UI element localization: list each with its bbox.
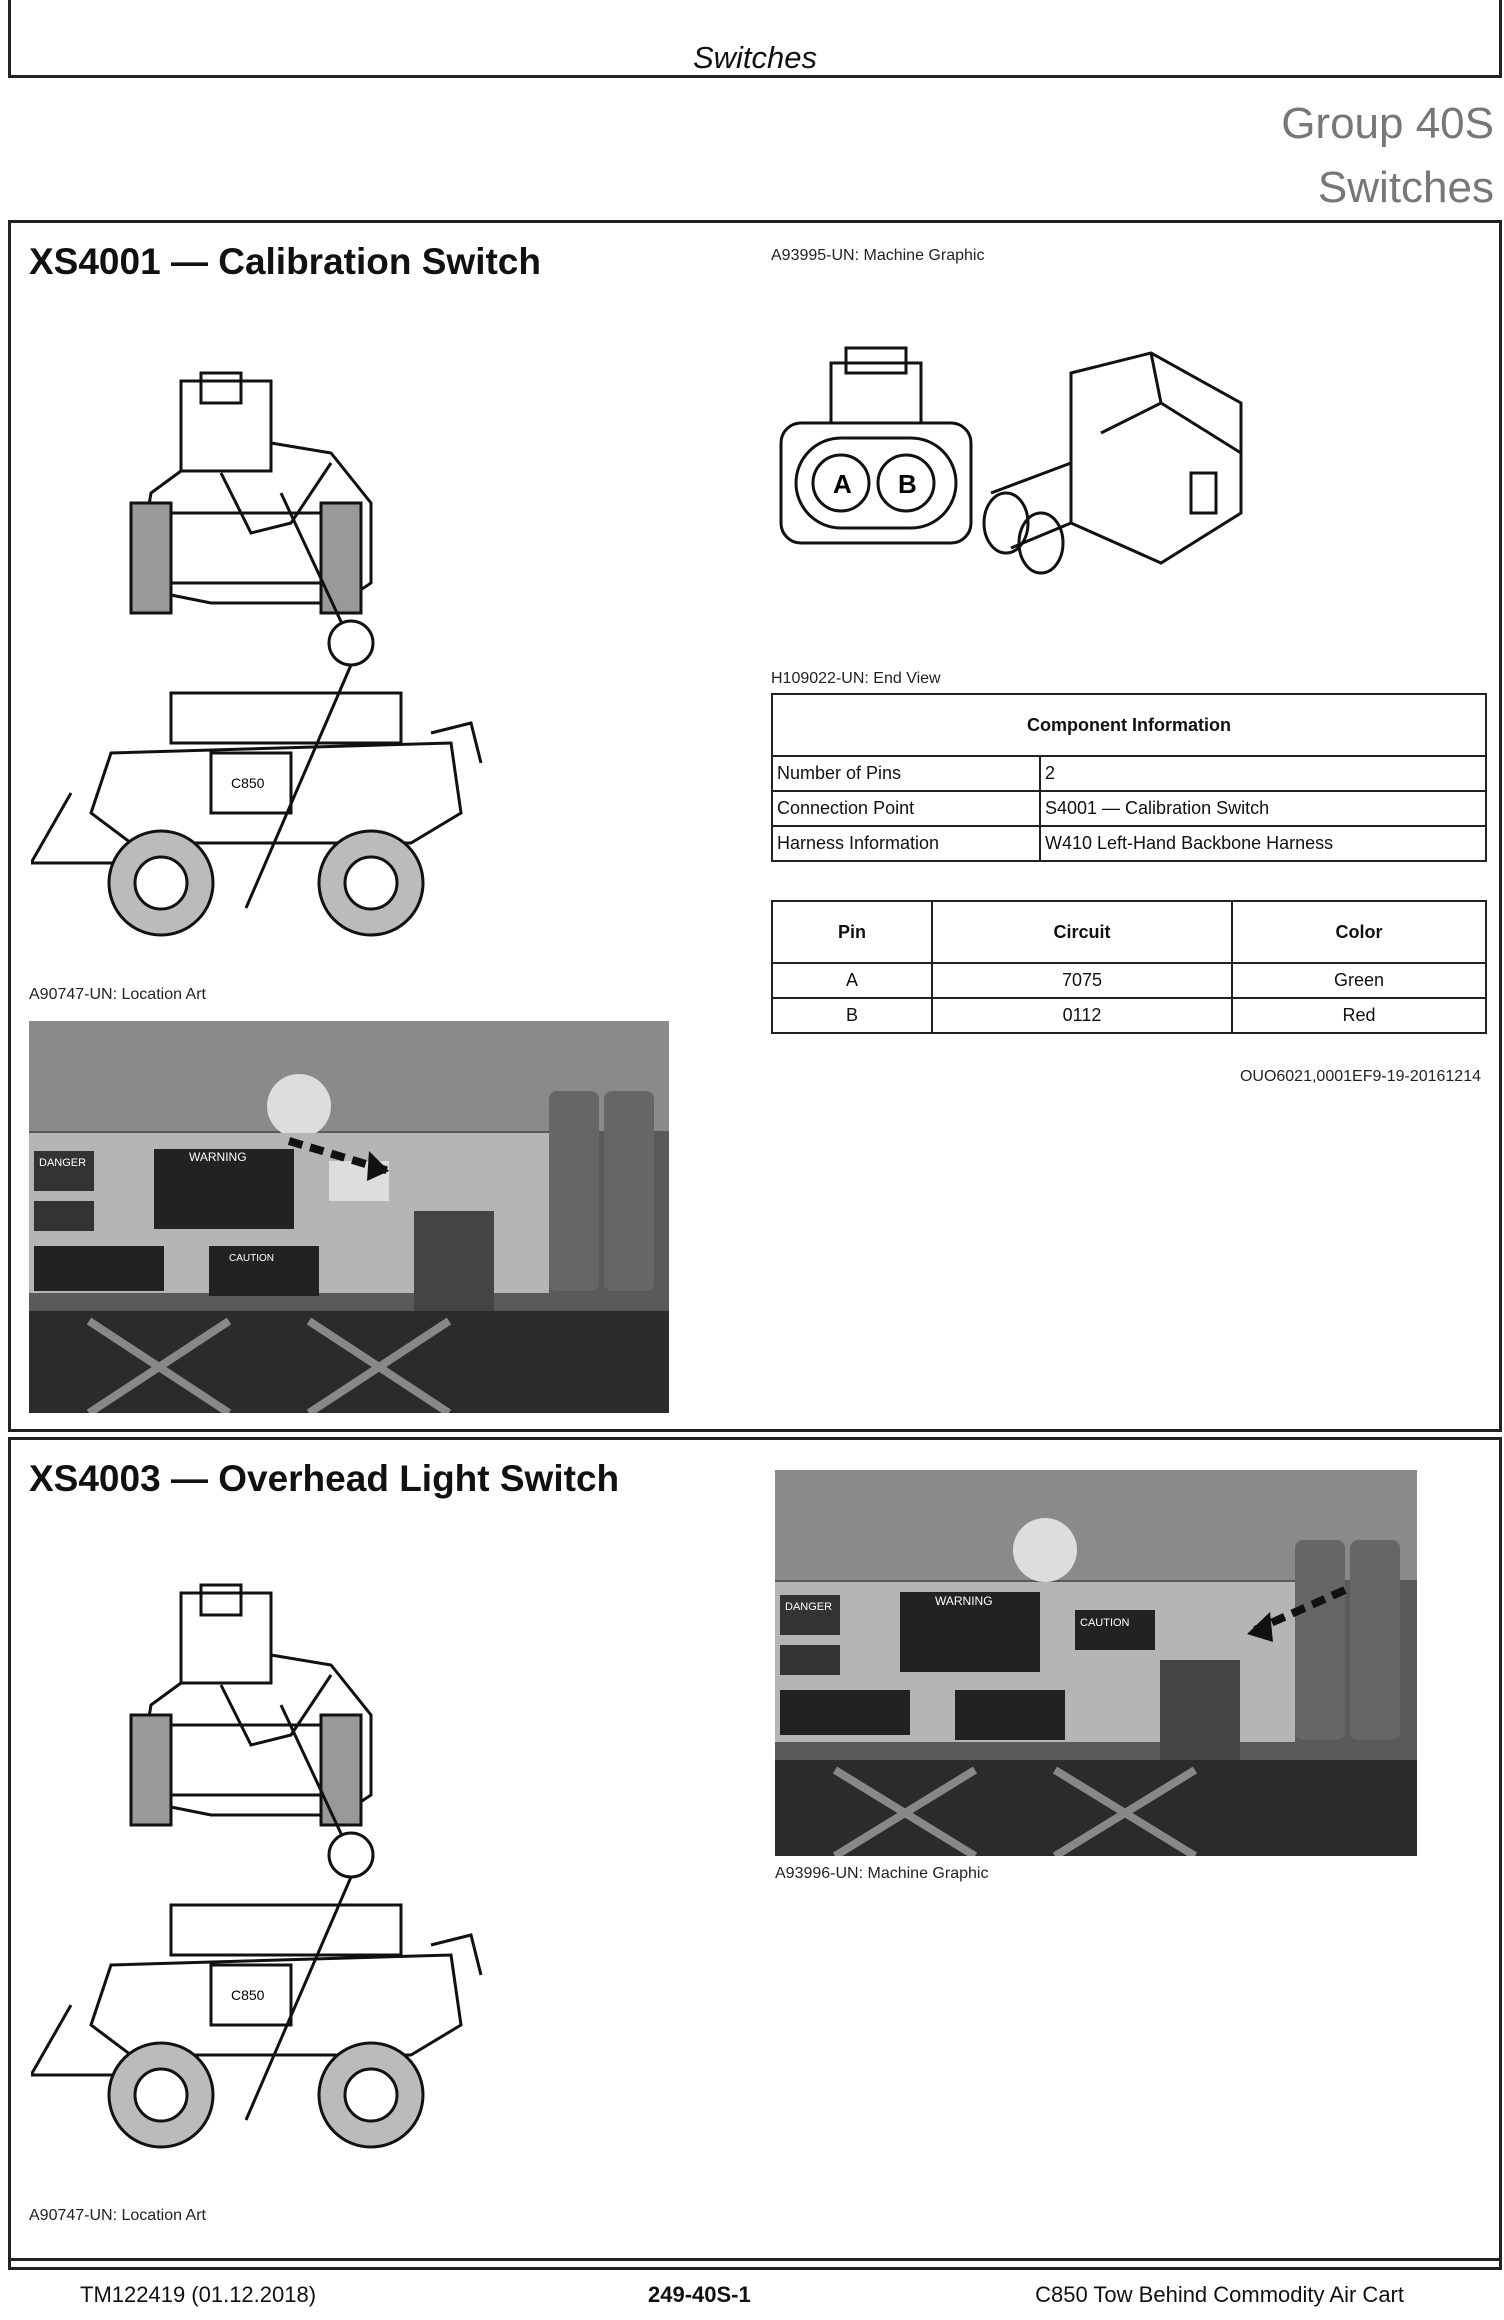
component-info-value: 2	[1039, 755, 1487, 792]
footer-divider	[8, 2258, 1502, 2261]
photo-danger-label-2: DANGER	[785, 1601, 832, 1613]
machine-photo-2: DANGER WARNING CAUTION	[775, 1470, 1417, 1856]
reference-code: OUO6021,0001EF9-19-20161214	[1239, 1068, 1481, 1085]
component-info-label: Connection Point	[771, 790, 1041, 827]
circuit-cell: 0112	[931, 997, 1233, 1034]
component-info-table: Component Information Number of Pins 2 C…	[771, 693, 1487, 862]
section-overhead-light-switch: XS4003 — Overhead Light Switch C850 A	[8, 1437, 1502, 2270]
group-title-line1: Group 40S	[1281, 99, 1494, 148]
component-info-heading: Component Information	[771, 693, 1487, 757]
location-art-caption-2: A90747-UN: Location Art	[29, 2207, 206, 2224]
component-info-value: S4001 — Calibration Switch	[1039, 790, 1487, 827]
table-row: Connection Point S4001 — Calibration Swi…	[771, 790, 1487, 827]
section-calibration-switch: XS4001 — Calibration Switch	[8, 220, 1502, 1432]
color-cell: Green	[1231, 962, 1487, 999]
pin-cell: B	[771, 997, 933, 1034]
color-header: Color	[1231, 900, 1487, 964]
machine-graphic-caption-2: A93996-UN: Machine Graphic	[775, 1865, 989, 1882]
vehicle-label-1: C850	[231, 775, 265, 791]
vehicle-label-2: C850	[231, 1987, 265, 2003]
photo-warning-label-2: WARNING	[935, 1594, 993, 1608]
connector-end-view-drawing: A B	[779, 346, 1243, 575]
connector-pin-a-label: A	[833, 469, 852, 499]
group-title-line2: Switches	[1317, 163, 1494, 212]
footer-page-number: 249-40S-1	[648, 2282, 751, 2307]
photo-warning-label: WARNING	[189, 1150, 247, 1164]
footer-doc-id: TM122419 (01.12.2018)	[80, 2282, 317, 2307]
circuit-header: Circuit	[931, 900, 1233, 964]
end-view-caption: H109022-UN: End View	[771, 670, 941, 687]
section1-title: XS4001 — Calibration Switch	[29, 241, 541, 282]
header-title: Switches	[692, 40, 818, 75]
machine-photo-1: DANGER WARNING CAUTION	[29, 1021, 669, 1413]
component-info-value: W410 Left-Hand Backbone Harness	[1039, 825, 1487, 862]
group-title: Group 40S Switches	[1281, 92, 1494, 220]
component-info-label: Number of Pins	[771, 755, 1041, 792]
footer-product: C850 Tow Behind Commodity Air Cart	[1035, 2282, 1404, 2307]
table-row: Harness Information W410 Left-Hand Backb…	[771, 825, 1487, 862]
pin-table: Pin Circuit Color A 7075 Green B 0112 Re…	[771, 900, 1487, 1034]
photo-caution-label-2: CAUTION	[1080, 1617, 1130, 1629]
circuit-cell: 7075	[931, 962, 1233, 999]
section2-title: XS4003 — Overhead Light Switch	[29, 1458, 620, 1499]
photo-caution-label: CAUTION	[229, 1253, 274, 1264]
page-header-box: Switches	[8, 0, 1502, 78]
table-row: B 0112 Red	[771, 997, 1487, 1034]
color-cell: Red	[1231, 997, 1487, 1034]
table-row: Number of Pins 2	[771, 755, 1487, 792]
component-info-label: Harness Information	[771, 825, 1041, 862]
photo-danger-label: DANGER	[39, 1157, 86, 1169]
location-art-drawing-1: C850	[31, 371, 483, 937]
connector-pin-b-label: B	[898, 469, 917, 499]
table-row: A 7075 Green	[771, 962, 1487, 999]
location-art-drawing-2: C850	[31, 1583, 483, 2149]
location-art-caption-1: A90747-UN: Location Art	[29, 986, 206, 1003]
machine-graphic-caption-1: A93995-UN: Machine Graphic	[771, 247, 985, 264]
pin-cell: A	[771, 962, 933, 999]
pin-header: Pin	[771, 900, 933, 964]
